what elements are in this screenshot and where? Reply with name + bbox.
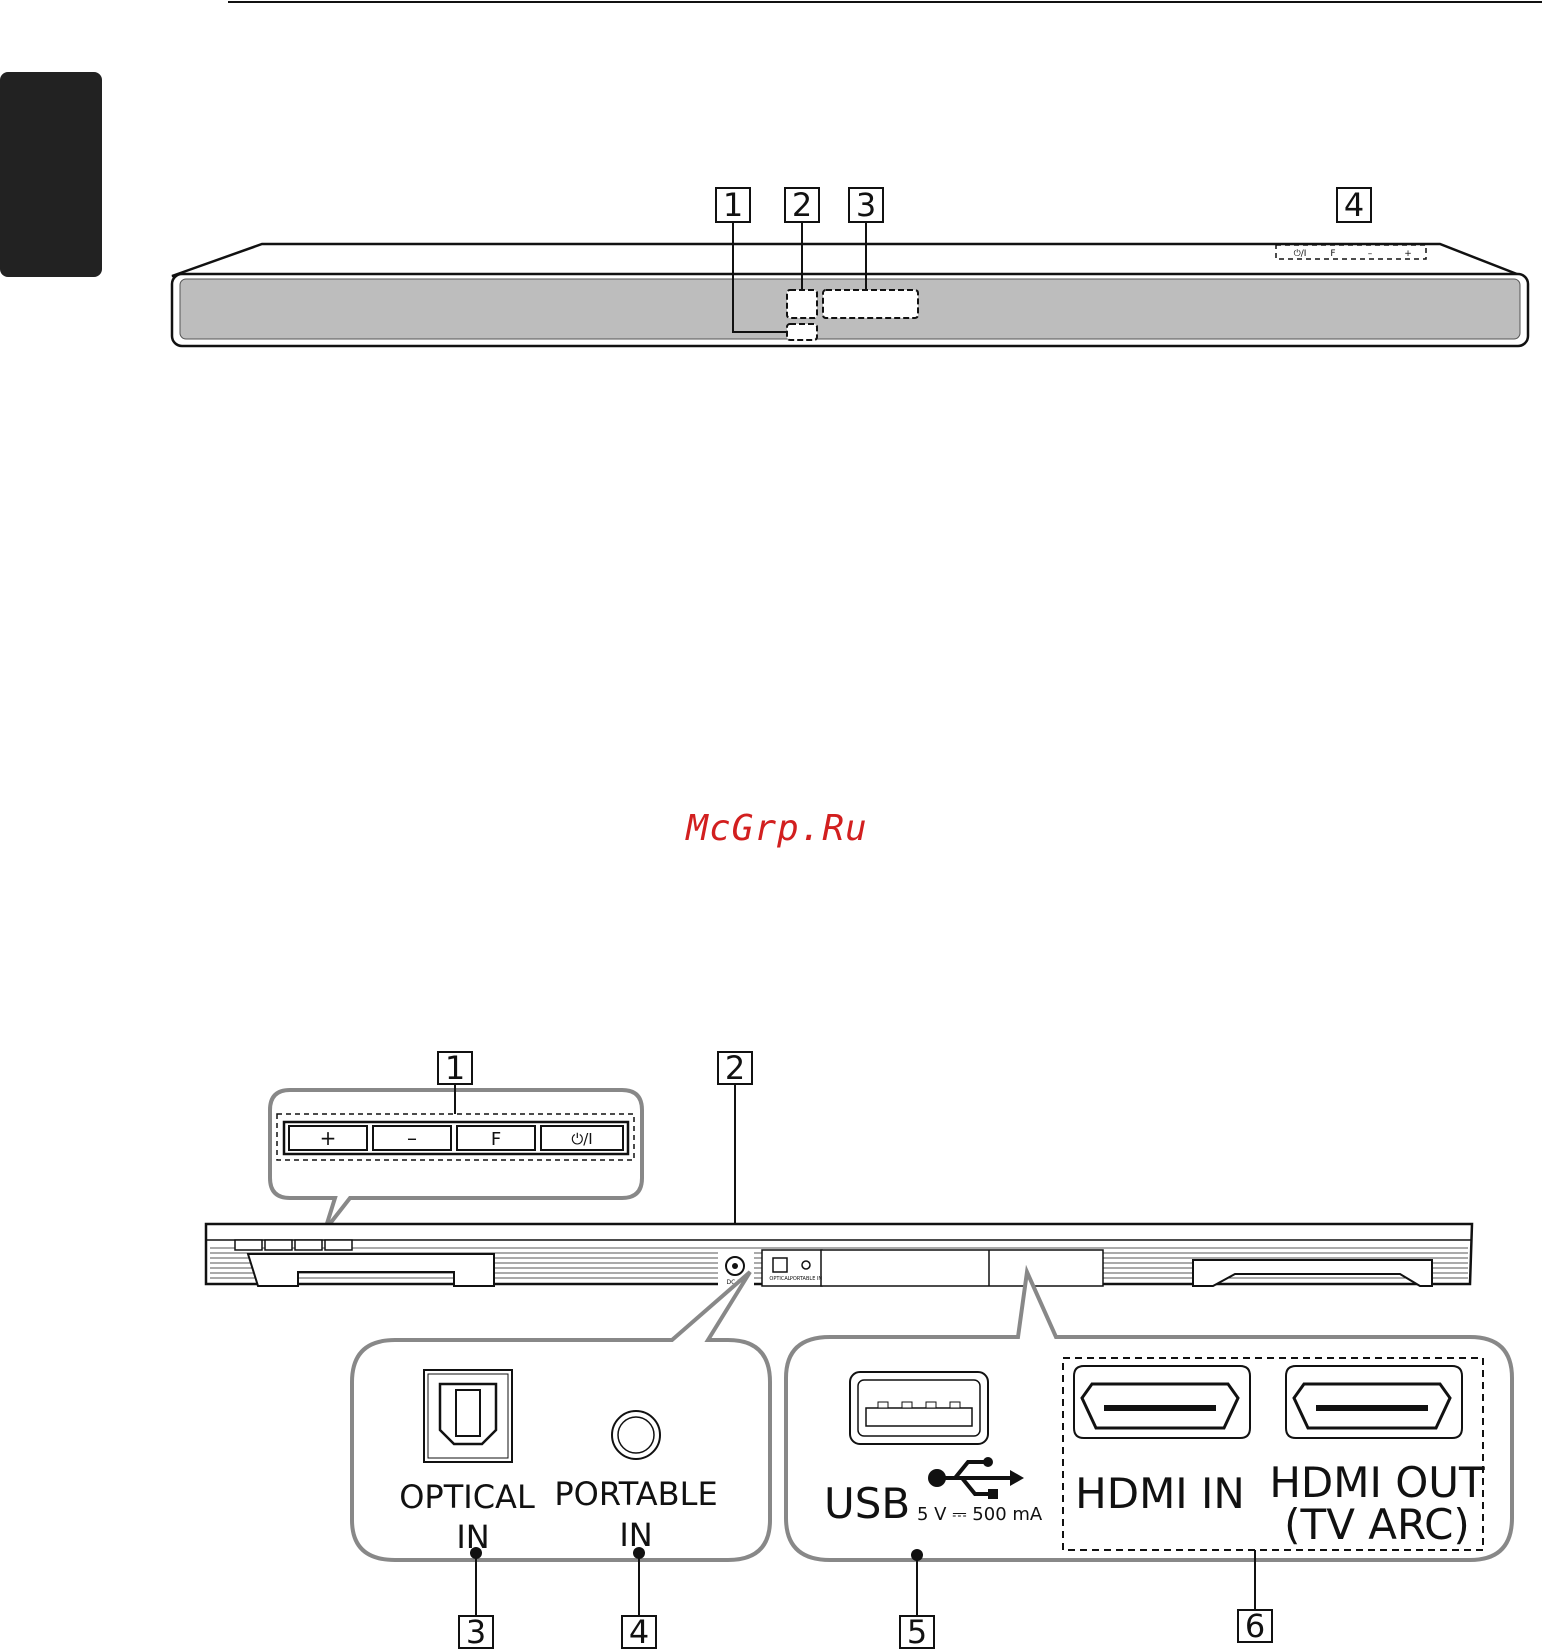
- chapter-tab: [0, 72, 102, 277]
- small-optical-jack: [773, 1258, 787, 1272]
- rear-callout-4: 4: [629, 1613, 649, 1651]
- sensor-region: [787, 290, 817, 318]
- small-portable-label: PORTABLE IN: [790, 1276, 823, 1282]
- optical-portable-bubble: [352, 1272, 770, 1560]
- front-callout-3: 3: [856, 186, 876, 224]
- rear-callout-2: 2: [725, 1049, 745, 1087]
- usb-pin-4: [950, 1402, 960, 1408]
- usb-label: USB: [824, 1479, 910, 1528]
- bar-button-3: [295, 1240, 322, 1250]
- usb-pin-2: [902, 1402, 912, 1408]
- usb-port-tongue: [866, 1408, 972, 1426]
- bar-button-2: [265, 1240, 292, 1250]
- panel-label-plus: +: [320, 1126, 337, 1150]
- top-button-function: F: [1330, 249, 1335, 259]
- bar-button-4: [325, 1240, 352, 1250]
- rear-callout-3: 3: [466, 1613, 486, 1651]
- top-button-minus: –: [1368, 249, 1373, 259]
- front-bar-top: [172, 244, 1522, 276]
- optical-label-line1: OPTICAL: [399, 1478, 535, 1516]
- top-button-power: ⏻/I: [1294, 248, 1307, 259]
- panel-label-power: ⏻/I: [571, 1130, 592, 1148]
- hdmi-in-label: HDMI IN: [1075, 1469, 1245, 1518]
- hdmi-panel: [821, 1250, 1103, 1286]
- usb-pin-1: [878, 1402, 888, 1408]
- rear-callout-1: 1: [445, 1049, 465, 1087]
- indicator-region: [787, 324, 817, 340]
- display-window-region: [823, 290, 918, 318]
- bar-button-1: [235, 1240, 262, 1250]
- dc-in-pin: [732, 1263, 738, 1269]
- portable-in-jack-ring: [618, 1417, 654, 1453]
- top-button-plus: +: [1404, 249, 1412, 259]
- hdmi-out-pins: [1316, 1405, 1428, 1411]
- hdmi-in-pins: [1104, 1405, 1216, 1411]
- portable-label-line1: PORTABLE: [554, 1475, 717, 1513]
- usb-spec: 5 V ⎓ 500 mA: [917, 1504, 1043, 1525]
- usb-pin-3: [926, 1402, 936, 1408]
- front-callout-2: 2: [792, 186, 812, 224]
- front-callout-1: 1: [723, 186, 743, 224]
- optical-icon-core: [456, 1390, 480, 1436]
- rear-view: + – F ⏻/I 1 2: [206, 1049, 1512, 1651]
- panel-label-minus: –: [407, 1126, 417, 1150]
- rear-callout-6: 6: [1245, 1607, 1265, 1645]
- panel-label-function: F: [491, 1129, 501, 1150]
- front-view: ⏻/I F – + 1 2 3 4: [172, 186, 1528, 346]
- hdmi-out-label-line2: (TV ARC): [1284, 1500, 1470, 1549]
- front-callout-4: 4: [1344, 186, 1364, 224]
- small-portable-jack: [802, 1261, 810, 1269]
- rear-callout-5: 5: [907, 1613, 927, 1651]
- small-optical-label: OPTICAL: [769, 1276, 790, 1282]
- watermark: McGrp.Ru: [684, 808, 867, 849]
